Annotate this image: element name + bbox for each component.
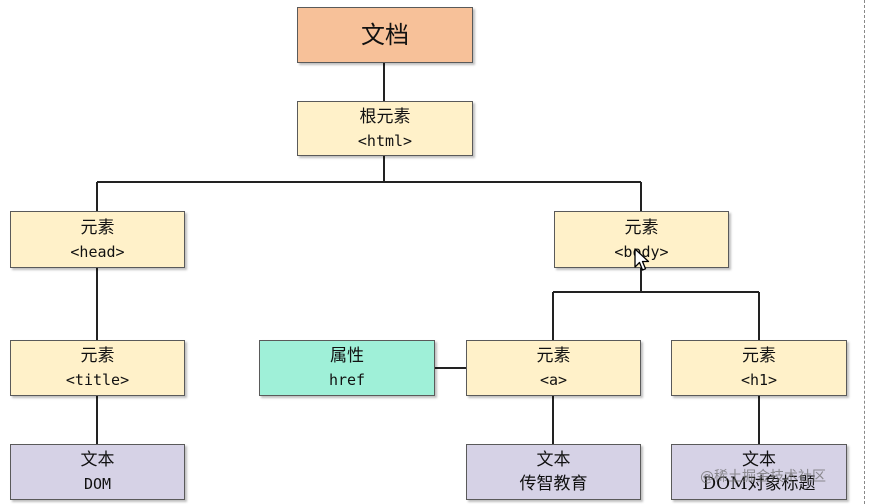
h1-element-node: 元素 <h1> bbox=[671, 340, 847, 396]
h1-text-label: 文本 bbox=[742, 450, 776, 470]
title-element-tag: <title> bbox=[65, 371, 130, 389]
title-element-node: 元素 <title> bbox=[10, 340, 185, 396]
body-element-tag: <body> bbox=[614, 242, 669, 261]
dom-text-label: 文本 bbox=[80, 450, 115, 470]
dom-text-value: DOM bbox=[83, 475, 112, 493]
root-element-tag: <html> bbox=[357, 131, 413, 150]
document-node-label: 文档 bbox=[361, 21, 409, 49]
root-element-node: 根元素 <html> bbox=[297, 101, 473, 156]
href-attribute-node: 属性 href bbox=[259, 340, 435, 396]
a-element-label: 元素 bbox=[536, 346, 571, 366]
watermark-text: @稀土掘金技术社区 bbox=[700, 469, 826, 485]
mouse-pointer-icon bbox=[634, 248, 650, 271]
body-element-label: 元素 bbox=[624, 217, 659, 238]
head-element-label: 元素 bbox=[80, 217, 115, 238]
h1-text-value: DOM对象标题 bbox=[702, 474, 816, 494]
body-element-node: 元素 <body> bbox=[554, 211, 729, 268]
dashed-border bbox=[864, 0, 865, 504]
head-element-node: 元素 <head> bbox=[10, 211, 185, 268]
head-element-tag: <head> bbox=[70, 242, 125, 261]
a-element-tag: <a> bbox=[539, 371, 568, 389]
a-element-node: 元素 <a> bbox=[466, 340, 641, 396]
h1-element-label: 元素 bbox=[742, 346, 776, 366]
title-element-label: 元素 bbox=[80, 346, 115, 366]
a-text-node: 文本 传智教育 bbox=[466, 444, 641, 500]
href-attribute-label: 属性 bbox=[330, 346, 364, 366]
document-node: 文档 bbox=[297, 7, 473, 63]
a-text-value: 传智教育 bbox=[519, 474, 588, 494]
root-element-label: 根元素 bbox=[359, 106, 411, 127]
href-attribute-name: href bbox=[328, 371, 366, 389]
h1-text-node: 文本 DOM对象标题 bbox=[671, 444, 847, 500]
a-text-label: 文本 bbox=[536, 450, 571, 470]
dom-text-node: 文本 DOM bbox=[10, 444, 185, 500]
h1-element-tag: <h1> bbox=[740, 371, 778, 389]
